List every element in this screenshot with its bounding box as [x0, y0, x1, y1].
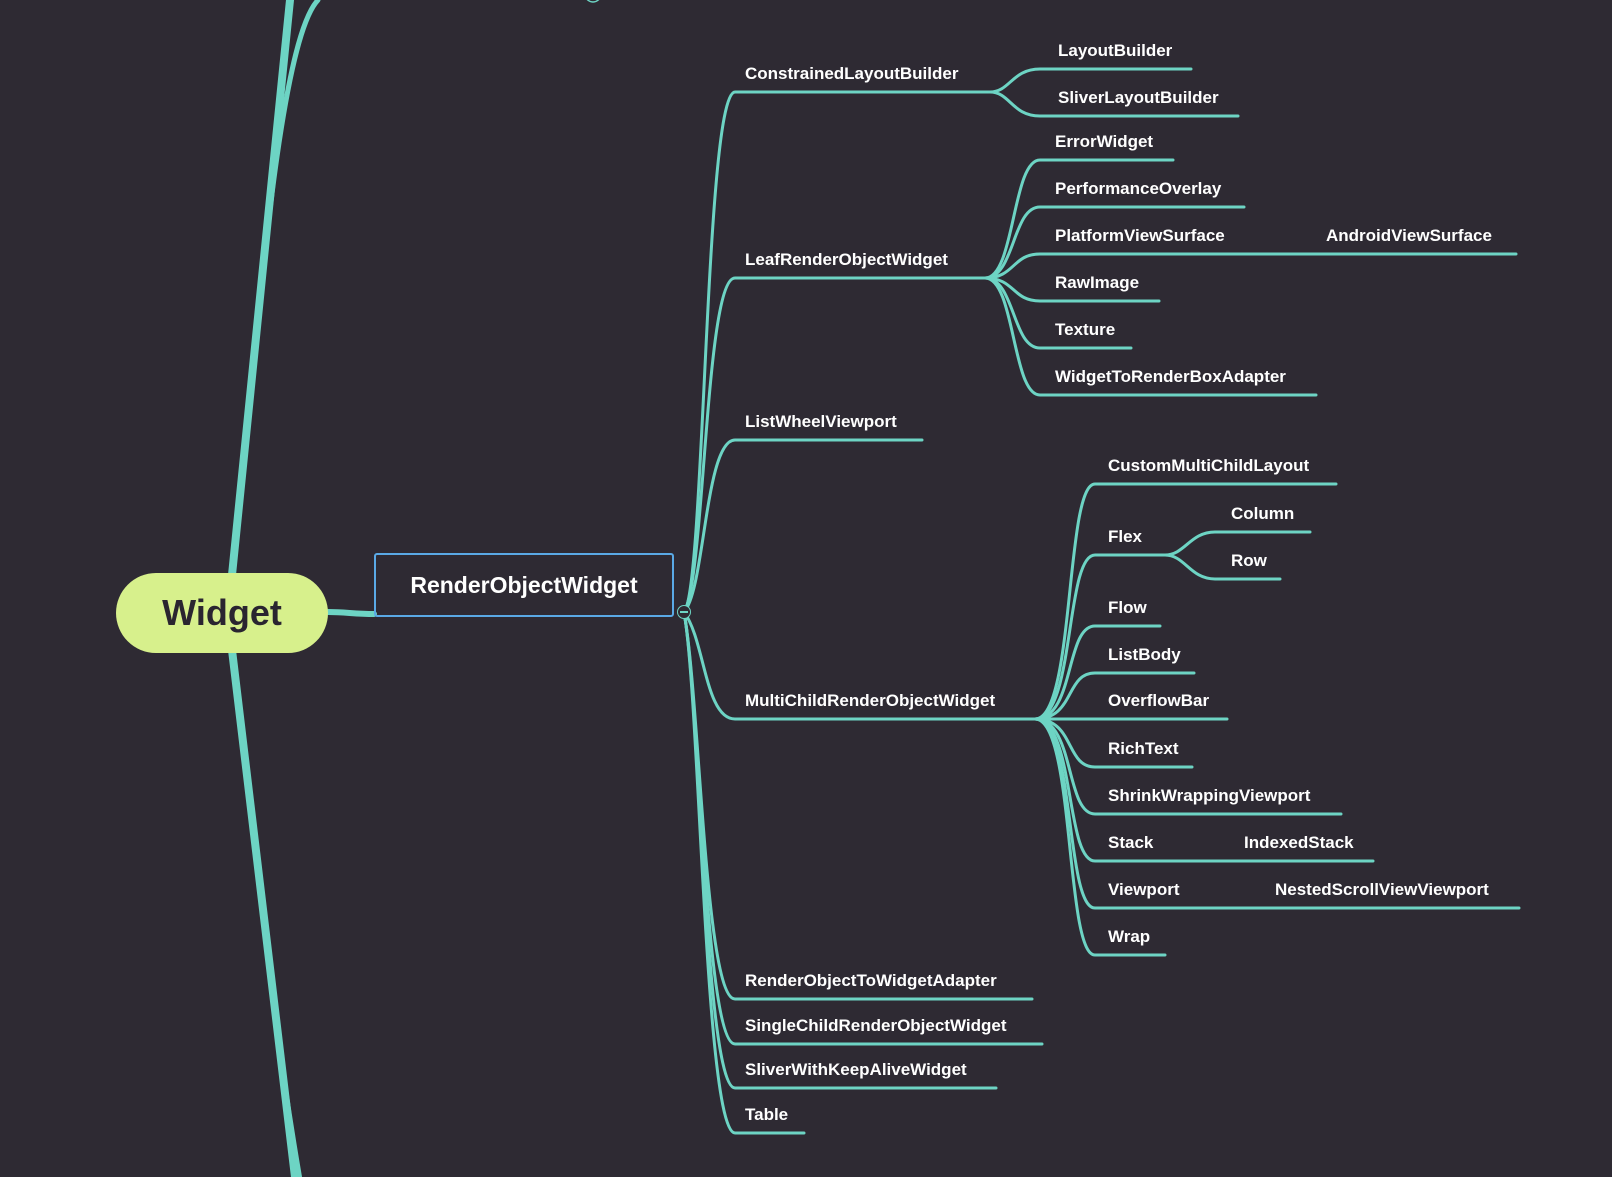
node-singlechildrenderobjectwidget[interactable]: SingleChildRenderObjectWidget [745, 1016, 1007, 1035]
node-overflowbar[interactable]: OverflowBar [1108, 691, 1210, 710]
node-column[interactable]: Column [1231, 504, 1295, 523]
node-viewport[interactable]: Viewport [1108, 880, 1180, 899]
link-listbody [1033, 671, 1196, 721]
node-indexedstack[interactable]: IndexedStack [1244, 833, 1354, 852]
node-platformviewsurface[interactable]: PlatformViewSurface [1055, 226, 1225, 245]
node-richtext[interactable]: RichText [1108, 739, 1179, 758]
link-platformviewsurface [983, 252, 1518, 280]
node-multichildrenderobjectwidget[interactable]: MultiChildRenderObjectWidget [745, 691, 996, 710]
node-listbody[interactable]: ListBody [1108, 645, 1181, 664]
node-leafrenderobjectwidget[interactable]: LeafRenderObjectWidget [745, 250, 948, 269]
node-flex[interactable]: Flex [1108, 527, 1143, 546]
link-row [1163, 553, 1282, 581]
node-errorwidget[interactable]: ErrorWidget [1055, 132, 1154, 151]
trunk-up-2 [229, 0, 321, 578]
link-table [682, 610, 806, 1135]
node-nestedscrollviewviewport[interactable]: NestedScrollViewViewport [1275, 880, 1489, 899]
offscreen-node-marker [586, 0, 600, 3]
node-shrinkwrappingviewport[interactable]: ShrinkWrappingViewport [1108, 786, 1311, 805]
node-table[interactable]: Table [745, 1105, 789, 1124]
node-rawimage[interactable]: RawImage [1055, 273, 1140, 292]
root-node-widget[interactable]: Widget [116, 573, 328, 653]
link-custommultichildlayout [1033, 482, 1338, 721]
link-sliverlayoutbuilder [988, 90, 1240, 118]
node-row[interactable]: Row [1231, 551, 1267, 570]
link-column [1163, 530, 1312, 557]
link-wrap [1033, 717, 1167, 957]
node-widgettorenderboxadapter[interactable]: WidgetToRenderBoxAdapter [1055, 367, 1286, 386]
link-flow [1033, 624, 1162, 721]
node-flow[interactable]: Flow [1108, 598, 1147, 617]
link-listwheel [682, 438, 924, 614]
node-wrap[interactable]: Wrap [1108, 927, 1151, 946]
node-texture[interactable]: Texture [1055, 320, 1116, 339]
node-custommultichildlayout[interactable]: CustomMultiChildLayout [1108, 456, 1310, 475]
root-to-topic [325, 609, 377, 617]
node-renderobjecttowidgetadapter[interactable]: RenderObjectToWidgetAdapter [745, 971, 997, 990]
trunk-down-2 [230, 648, 302, 1177]
link-errorwidget [983, 158, 1175, 280]
link-multi [682, 610, 1037, 721]
node-listwheelviewport[interactable]: ListWheelViewport [745, 412, 897, 431]
node-layoutbuilder[interactable]: LayoutBuilder [1058, 41, 1173, 60]
node-sliverwithkeepalivewidget[interactable]: SliverWithKeepAliveWidget [745, 1060, 967, 1079]
collapse-toggle-icon[interactable] [677, 605, 691, 619]
node-sliverlayoutbuilder[interactable]: SliverLayoutBuilder [1058, 88, 1219, 107]
link-constrained [682, 90, 992, 614]
link-widgettorenderboxadapter [983, 276, 1318, 397]
link-adapter [682, 610, 1034, 1001]
topic-renderobjectwidget[interactable]: RenderObjectWidget [374, 553, 674, 617]
node-stack[interactable]: Stack [1108, 833, 1154, 852]
link-leaf [682, 276, 987, 614]
link-flex [1033, 553, 1167, 721]
link-performanceoverlay [983, 205, 1246, 280]
node-androidviewsurface[interactable]: AndroidViewSurface [1326, 226, 1492, 245]
node-constrainedlayoutbuilder[interactable]: ConstrainedLayoutBuilder [745, 64, 959, 83]
node-performanceoverlay[interactable]: PerformanceOverlay [1055, 179, 1222, 198]
link-layoutbuilder [988, 67, 1193, 94]
